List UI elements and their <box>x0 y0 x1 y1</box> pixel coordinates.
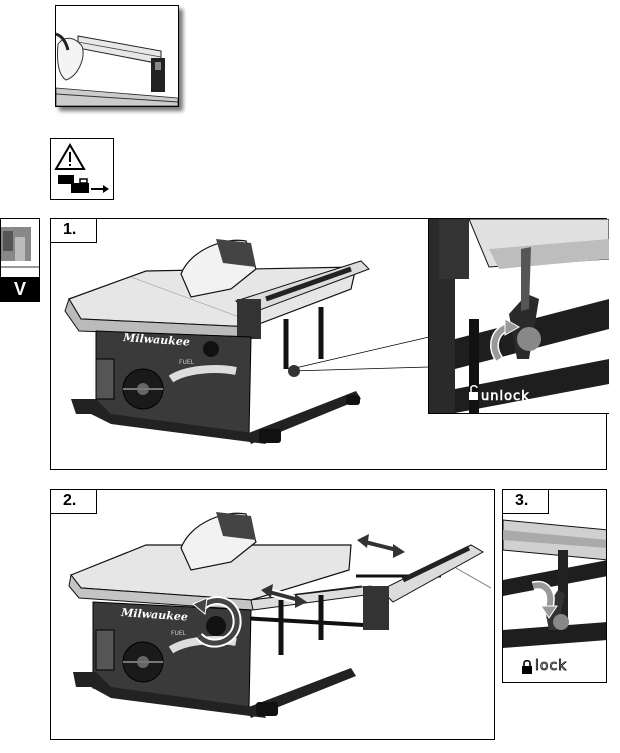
step-3-label: 3. <box>515 492 529 509</box>
unlock-detail-illustration <box>429 219 609 413</box>
step-2-illustration: Milwaukee FUEL <box>68 512 492 718</box>
side-section-tab: V <box>0 218 40 302</box>
step-1-illustration: Milwaukee FUEL <box>64 239 430 444</box>
step-1-panel: Milwaukee FUEL 1. <box>50 218 609 470</box>
step-3-panel: 3. lock <box>502 489 607 683</box>
step-3-number: 3. <box>503 490 549 514</box>
unlock-detail-inset: unlock <box>428 219 609 414</box>
side-tab-illustration <box>1 227 39 268</box>
brand-text-2: Milwaukee <box>120 606 188 624</box>
step-2-panel: Milwaukee FUEL <box>50 489 495 740</box>
brand-text-1: Milwaukee <box>122 331 190 349</box>
lever-down-arrow-icon <box>531 580 558 619</box>
unlock-icon <box>469 385 478 400</box>
lock-label: lock <box>535 658 568 675</box>
lock-icon <box>522 660 532 674</box>
warning-triangle-icon <box>54 143 86 170</box>
fuel-text-1: FUEL <box>179 359 195 366</box>
section-letter: V <box>13 279 26 299</box>
fuel-text-2: FUEL <box>171 630 187 637</box>
section-letter-badge: V <box>1 277 39 301</box>
step-1-label: 1. <box>63 221 77 238</box>
thumbnail-illustration <box>56 6 178 106</box>
battery-remove-icon <box>58 175 109 193</box>
step-1-number: 1. <box>51 219 97 243</box>
reference-thumbnail <box>55 5 179 107</box>
unlock-label: unlock <box>481 389 530 405</box>
safety-symbol-box <box>50 138 114 200</box>
slide-arrow-icon-2 <box>357 534 405 558</box>
step-2-label: 2. <box>63 492 77 509</box>
step-2-number: 2. <box>51 490 97 514</box>
slide-arrow-icon <box>261 584 307 608</box>
lock-label-box: lock <box>503 650 606 682</box>
rotate-knob-arrow-icon <box>192 596 242 648</box>
